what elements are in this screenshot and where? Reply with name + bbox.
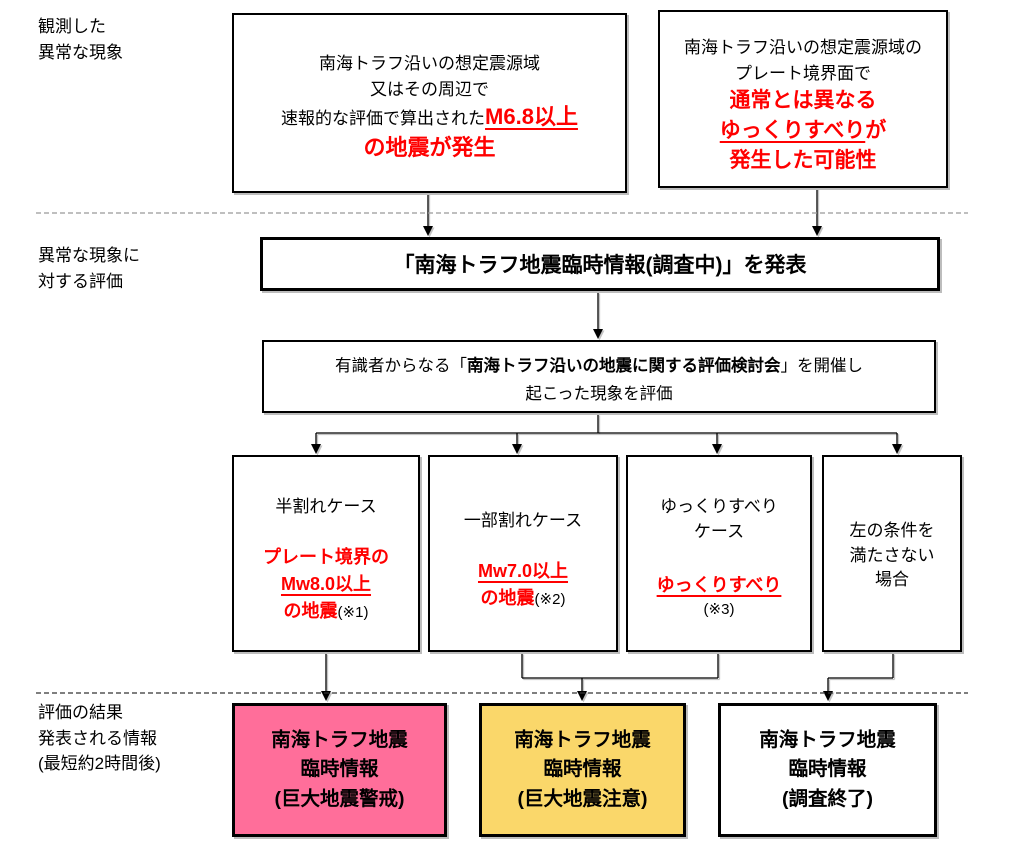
text-line: ゆっくりすべりが [660,116,946,146]
case-box-slow-slip: ゆっくりすべり ケース ゆっくりすべり (※3) [626,455,812,652]
text-segment: が [865,118,887,142]
row-label-evaluation: 異常な現象に 対する評価 [38,243,140,294]
text-line: 発生した可能性 [729,148,877,172]
row-label-observed: 観測した 異常な現象 [38,14,123,65]
text-line: プレート境界の [263,546,389,567]
text-line: 臨時情報 [300,758,379,781]
highlight-magnitude: Mw7.0以上 [477,560,569,581]
case-title: ゆっくりすべり [660,497,778,516]
committee-box: 有識者からなる「南海トラフ沿いの地震に関する評価検討会」を開催し 起こった現象を… [262,340,936,413]
row-label-line: 発表される情報 [38,728,157,748]
observed-slowslip-box: 南海トラフ沿いの想定震源域の プレート境界面で 通常とは異なる ゆっくりすべりが… [658,10,948,188]
text-line: 南海トラフ地震 [759,729,896,752]
footnote-ref: (※2) [534,590,566,608]
case-box-other: 左の条件を 満たさない 場合 [822,455,962,652]
text-line: 速報的な評価で算出されたM6.8以上 [234,102,625,133]
text-line: 南海トラフ地震 [271,729,408,752]
footnote-ref: (※3) [703,601,735,619]
case-title: 一部割れケース [463,511,583,530]
case-condition: プレート境界の Mw8.0以上 の地震(※1) [234,544,418,625]
highlight-magnitude: M6.8以上 [485,104,578,129]
row-label-line: 対する評価 [38,271,123,291]
result-box-megaquake-alert: 南海トラフ地震 臨時情報 (巨大地震警戒) [232,703,447,837]
row-label-line: 異常な現象に [38,246,140,265]
text-segment: の地震 [283,600,338,621]
text-line: 南海トラフ地震 [514,729,651,752]
row-label-result: 評価の結果 発表される情報 (最短約2時間後) [38,700,161,777]
text-line: 有識者からなる「南海トラフ沿いの地震に関する評価検討会」を開催し [264,352,934,380]
text-line: 臨時情報 [543,758,622,781]
announcement-box: 「南海トラフ地震臨時情報(調査中)」を発表 [260,237,940,291]
case-title: 満たさない [849,545,935,565]
case-box-half-rupture: 半割れケース プレート境界の Mw8.0以上 の地震(※1) [232,455,420,652]
text-line: 起こった現象を評価 [525,385,673,404]
row-label-line: (最短約2時間後) [38,754,161,773]
text-line: 又はその周辺で [370,79,489,99]
footnote-ref: (※1) [337,603,369,621]
case-condition: Mw7.0以上 の地震(※2) [430,558,616,612]
text-line: 通常とは異なる [729,89,877,112]
highlight-slowslip: ゆっくりすべり [719,118,866,142]
text-line: (巨大地震注意) [517,787,648,810]
text-segment: 有識者からなる「 [335,357,467,375]
result-box-megaquake-caution: 南海トラフ地震 臨時情報 (巨大地震注意) [479,703,686,837]
row-label-line: 評価の結果 [38,703,123,722]
highlight-slowslip: ゆっくりすべり [656,575,782,596]
text-line: 南海トラフ沿いの想定震源域 [319,54,540,73]
row-label-line: 異常な現象 [38,42,123,62]
case-box-partial-rupture: 一部割れケース Mw7.0以上 の地震(※2) [428,455,618,652]
text-line: 南海トラフ沿いの想定震源域の [684,38,922,57]
observed-quake-box: 南海トラフ沿いの想定震源域 又はその周辺で 速報的な評価で算出されたM6.8以上… [232,13,627,193]
committee-name: 南海トラフ沿いの地震に関する評価検討会 [467,357,781,375]
case-condition: ゆっくりすべり (※3) [628,572,810,622]
case-title: 左の条件を [849,521,935,540]
case-title: 場合 [875,570,909,590]
text-line: (巨大地震警戒) [274,787,405,810]
text-segment: 」を開催し [780,357,864,375]
text-line: プレート境界面で [735,63,871,83]
row-label-line: 観測した [38,17,106,36]
text-line: の地震(※1) [234,598,418,625]
text-line: (調査終了) [782,787,873,810]
text-segment: の地震 [480,587,535,608]
text-line: 臨時情報 [788,758,867,781]
case-title: ケース [693,521,745,541]
case-title: 半割れケース [275,497,377,516]
text-line: の地震(※2) [430,585,616,612]
highlight-magnitude: Mw8.0以上 [280,573,372,594]
text-line: の地震が発生 [363,134,496,160]
text-segment: 速報的な評価で算出された [281,109,486,128]
announcement-text: 「南海トラフ地震臨時情報(調査中)」を発表 [393,254,807,277]
result-box-investigation-end: 南海トラフ地震 臨時情報 (調査終了) [718,703,937,837]
